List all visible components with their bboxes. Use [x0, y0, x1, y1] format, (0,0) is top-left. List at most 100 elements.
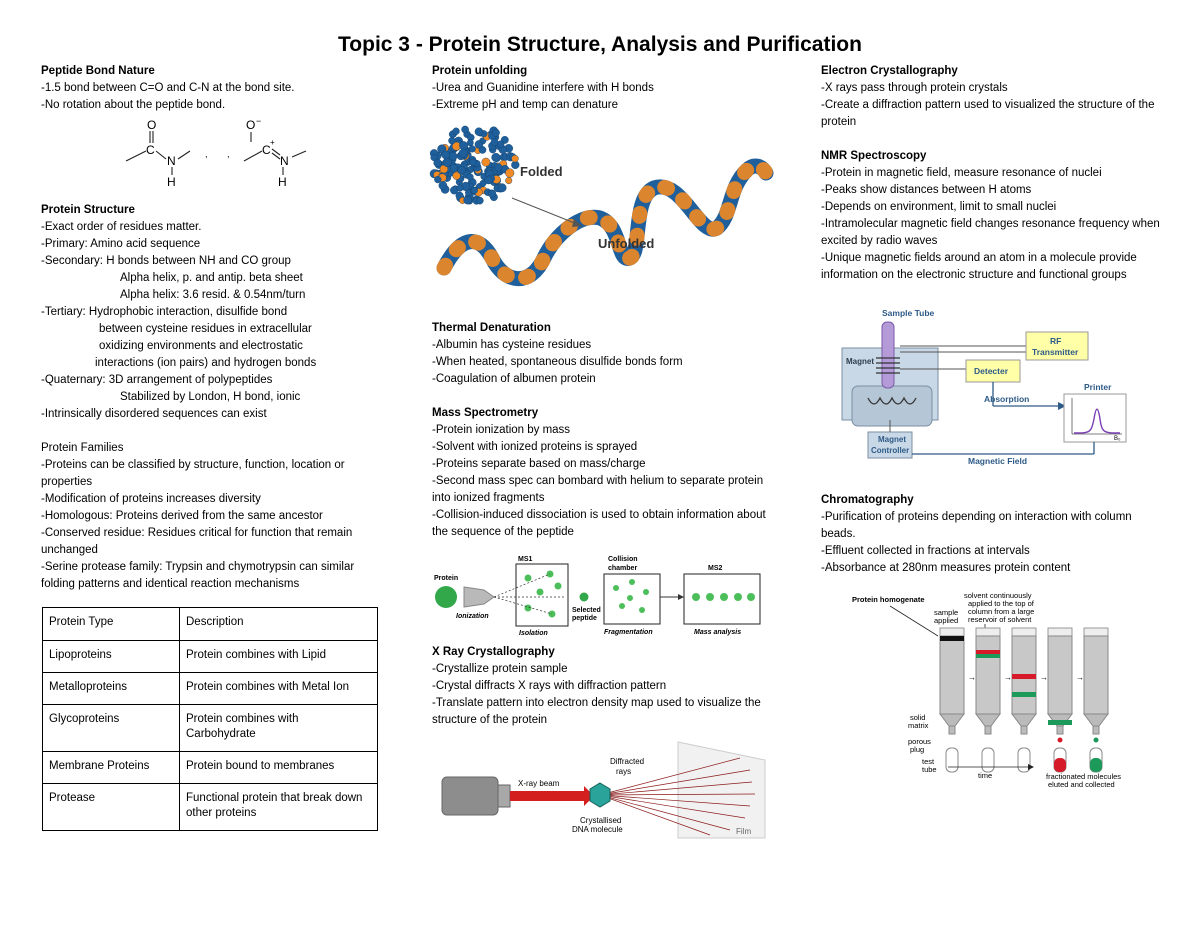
atom-label: O: [246, 118, 255, 132]
ms2-label: MS2: [708, 565, 723, 572]
residue-bead: [505, 177, 513, 185]
residue-bead: [448, 151, 458, 161]
solvent-label-3: column from a large: [968, 607, 1034, 616]
diffracted-label: Diffracted: [610, 757, 644, 766]
text-line: interactions (ion pairs) and hydrogen bo…: [95, 357, 317, 369]
heading-protein-structure: Protein Structure: [41, 204, 135, 216]
applied-label: applied: [934, 616, 958, 625]
rays-label: rays: [616, 767, 631, 776]
heading-nmr-spectroscopy: NMR Spectroscopy: [821, 150, 927, 162]
xray-source: [441, 776, 499, 816]
test-label: test: [922, 757, 935, 766]
chromatography-column: [1047, 635, 1073, 715]
text-line: -When heated, spontaneous disulfide bond…: [432, 356, 683, 368]
table-cell: Functional protein that break down other…: [179, 783, 378, 831]
residue-bead: [449, 163, 458, 173]
sample-tube-label: Sample Tube: [882, 308, 935, 318]
mass-spec-figure: MS1 Collision chamber MS2 Protein Ioniza…: [434, 556, 761, 637]
residue-bead: [459, 141, 469, 151]
table-row: Metalloproteins Protein combines with Me…: [42, 672, 378, 705]
text-line: -Exact order of residues matter.: [41, 221, 202, 233]
residue-bead: [484, 175, 493, 185]
eluate-drop: [1093, 737, 1099, 743]
rf-label: RF: [1050, 336, 1061, 346]
table-cell: Protein combines with Metal Ion: [179, 672, 378, 705]
heading-xray-crystallography: X Ray Crystallography: [432, 646, 555, 658]
heading-protein-unfolding: Protein unfolding: [432, 65, 528, 77]
printer-label: Printer: [1084, 382, 1112, 392]
test-tube: [945, 747, 959, 773]
residue-bead: [448, 137, 456, 145]
selected-peptide: [579, 592, 589, 602]
chromatography-column: [975, 635, 1001, 715]
homogenate-label: Protein homogenate: [852, 595, 925, 604]
text-line: -Albumin has cysteine residues: [432, 339, 592, 351]
text-line: -Extreme pH and temp can denature: [432, 99, 619, 111]
ms2-ions: [692, 593, 755, 601]
detecter-label: Detecter: [974, 366, 1009, 376]
column-right: Electron Crystallography -X rays pass th…: [821, 63, 1166, 577]
magnet2-label: Magnet: [878, 435, 906, 444]
text-line: -Crystal diffracts X rays with diffracti…: [432, 680, 667, 692]
column-tip: [984, 725, 992, 735]
page-title: Topic 3 - Protein Structure, Analysis an…: [338, 33, 862, 56]
film-plate: [677, 741, 766, 839]
resonance-mark: ,: [205, 149, 208, 159]
text-line: -Proteins separate based on mass/charge: [432, 458, 646, 470]
table-cell: Protein bound to membranes: [179, 751, 378, 784]
heading-protein-families: Protein Families: [41, 442, 124, 454]
atom-label: H: [278, 175, 287, 189]
protein-band: [1048, 720, 1072, 725]
table-cell: Glycoproteins: [42, 704, 180, 752]
arrow-glyph: →: [1076, 673, 1084, 682]
eluate-in-tube: [1054, 758, 1066, 772]
residue-bead: [497, 183, 507, 193]
tube-label: tube: [922, 765, 937, 774]
text-line: -Solvent with ionized proteins is spraye…: [432, 441, 638, 453]
heading-thermal-denaturation: Thermal Denaturation: [432, 322, 551, 334]
residue-bead: [481, 157, 491, 167]
text-line: -Protein ionization by mass: [432, 424, 571, 436]
residue-bead: [474, 127, 484, 136]
ionization-nozzle: [463, 586, 495, 608]
text-line: -Homologous: Proteins derived from the s…: [41, 510, 323, 522]
residue-bead: [491, 152, 501, 162]
plug-label: plug: [910, 745, 924, 754]
atom-label: H: [167, 175, 176, 189]
atom-label: C: [146, 143, 155, 157]
magnet-controller-box: [867, 431, 913, 459]
residue-bead: [476, 196, 484, 205]
folded-protein-ball: [429, 125, 520, 205]
residue-bead: [511, 154, 519, 163]
text-line: -Proteins can be classified by structure…: [41, 459, 345, 488]
residue-bead: [438, 181, 448, 190]
peptide-bond-figure: O C N H , , O − C N H +: [125, 116, 307, 189]
table-cell: Lipoproteins: [42, 640, 180, 673]
column-top: [1047, 627, 1073, 637]
b0-label: B₀: [1114, 436, 1121, 442]
table-header-row: Protein Type Description: [42, 607, 378, 641]
residue-bead: [469, 158, 477, 166]
text-line: Stabilized by London, H bond, ionic: [120, 391, 301, 403]
table-cell: Membrane Proteins: [42, 751, 180, 784]
text-line: -Conserved residue: Residues critical fo…: [41, 527, 353, 556]
residue-bead: [441, 150, 451, 160]
protein-droplet: [435, 586, 457, 608]
table-row: Protease Functional protein that break d…: [42, 783, 378, 831]
residue-bead: [452, 127, 460, 135]
column-series: →→→→: [939, 627, 1109, 773]
text-line: -Serine protease family: Trypsin and chy…: [41, 561, 355, 590]
residue-bead: [468, 145, 476, 153]
text-line: -Peaks show distances between H atoms: [821, 184, 1032, 196]
text-line: Alpha helix: 3.6 resid. & 0.54nm/turn: [120, 289, 306, 301]
text-line: -Quaternary: 3D arrangement of polypepti…: [41, 374, 273, 386]
arrow-glyph: →: [968, 673, 976, 682]
column-tip: [1092, 725, 1100, 735]
solvent-label-1: solvent continuously: [964, 591, 1032, 600]
text-line: -Tertiary: Hydrophobic interaction, disu…: [41, 306, 288, 318]
rf-coil: [867, 357, 917, 405]
residue-bead: [433, 158, 442, 168]
selected-label: Selected: [572, 607, 601, 614]
diffracted-rays: [599, 757, 756, 836]
chromatography-figure: Protein homogenate sample applied solven…: [852, 591, 1121, 789]
